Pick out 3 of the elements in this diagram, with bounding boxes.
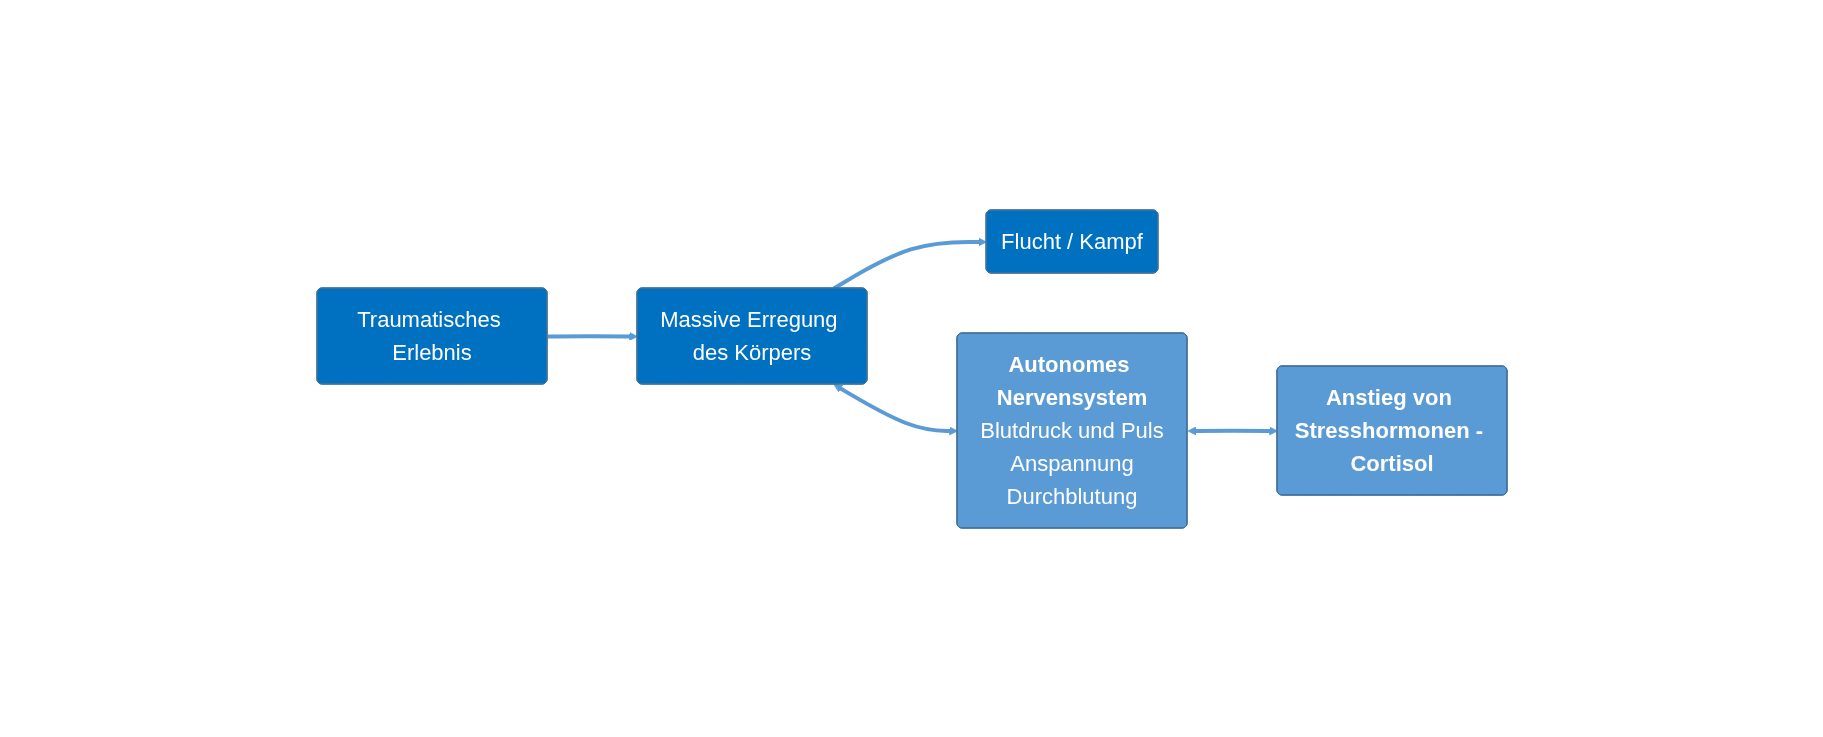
arrow [833, 383, 958, 435]
arrow [546, 331, 638, 341]
arrow [1187, 426, 1278, 435]
